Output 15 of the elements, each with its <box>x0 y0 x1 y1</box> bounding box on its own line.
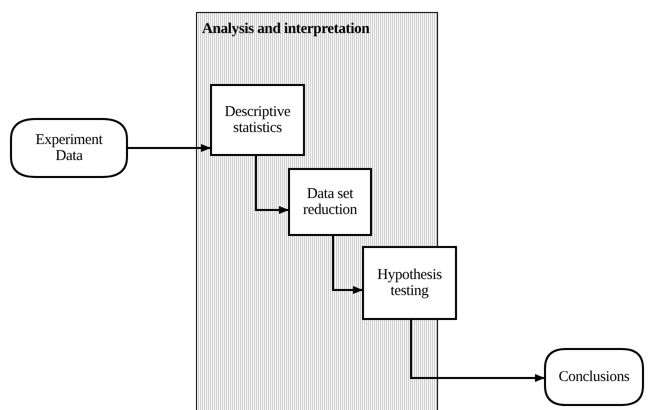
node-label: Descriptive statistics <box>224 104 292 136</box>
arrow <box>410 320 545 382</box>
process-box <box>210 84 305 156</box>
panel-title: Analysis and interpretation <box>202 21 370 38</box>
terminator-node <box>10 118 128 178</box>
arrow <box>332 236 363 294</box>
arrow <box>255 156 289 214</box>
terminator-node <box>544 348 644 406</box>
process-box <box>362 246 457 320</box>
node-label: Experiment Data <box>34 132 104 164</box>
node-label: Data set reduction <box>302 186 358 218</box>
arrow <box>128 144 211 152</box>
node-label: Conclusions <box>558 368 630 386</box>
process-box <box>288 168 372 236</box>
node-label: Hypothesis testing <box>376 266 443 300</box>
